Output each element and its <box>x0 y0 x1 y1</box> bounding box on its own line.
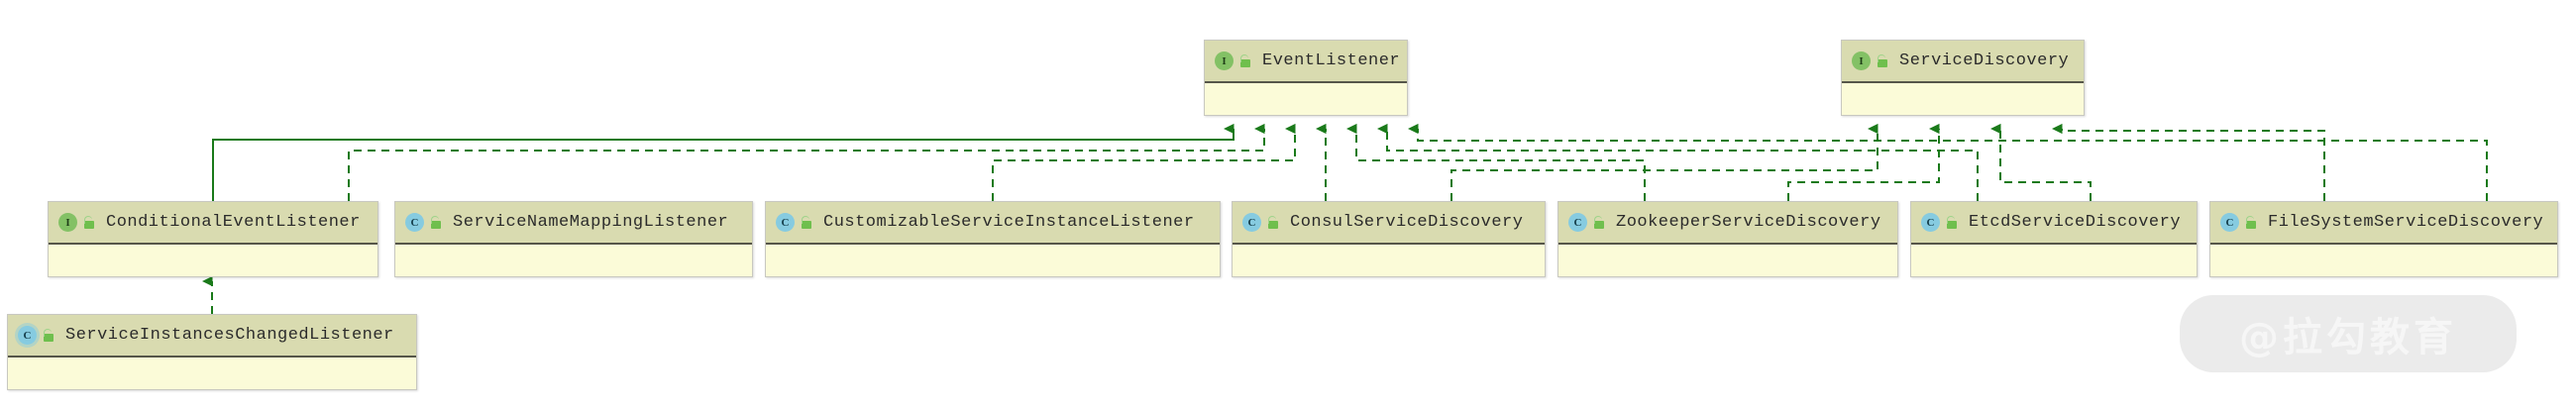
uml-node-members-conditional-event-listener <box>49 245 377 276</box>
uml-node-members-zookeeper-service-discovery <box>1558 245 1897 276</box>
class-badge-icon: C <box>2220 213 2239 232</box>
uml-node-title: EtcdServiceDiscovery <box>1969 213 2182 232</box>
uml-node-header-service-discovery[interactable]: I ServiceDiscovery <box>1842 41 2084 83</box>
uml-node-members-service-name-mapping-listener <box>395 245 752 276</box>
uml-node-service-discovery[interactable]: I ServiceDiscovery <box>1841 40 2085 116</box>
class-badge-icon: C <box>405 213 424 232</box>
unlocked-icon <box>1592 216 1605 229</box>
uml-node-members-consul-service-discovery <box>1233 245 1545 276</box>
uml-node-header-event-listener[interactable]: I EventListener <box>1205 41 1407 83</box>
unlocked-icon <box>42 329 54 342</box>
uml-node-title: ConsulServiceDiscovery <box>1290 213 1524 232</box>
edge-service-name-mapping-listener-to-event-listener <box>348 123 1265 201</box>
uml-node-header-file-system-service-discovery[interactable]: C FileSystemServiceDiscovery <box>2210 202 2557 245</box>
uml-node-title: EventListener <box>1262 51 1401 70</box>
uml-node-header-etcd-service-discovery[interactable]: C EtcdServiceDiscovery <box>1911 202 2197 245</box>
edge-customizable-service-instance-listener-to-event-listener <box>992 123 1296 201</box>
edge-zookeeper-service-discovery-to-event-listener <box>1346 123 1646 201</box>
uml-node-conditional-event-listener[interactable]: I ConditionalEventListener <box>48 201 378 277</box>
edge-file-system-service-discovery-to-service-discovery <box>2052 123 2325 201</box>
watermark-text: @拉勾教育 <box>2239 315 2457 360</box>
uml-node-header-service-instances-changed-listener[interactable]: C ServiceInstancesChangedListener <box>8 315 416 358</box>
watermark: @拉勾教育 <box>2180 295 2517 372</box>
interface-badge-icon: I <box>1852 51 1871 70</box>
uml-node-title: ZookeeperServiceDiscovery <box>1616 213 1881 232</box>
uml-node-title: FileSystemServiceDiscovery <box>2268 213 2544 232</box>
edge-file-system-service-discovery-to-event-listener <box>1408 123 2488 201</box>
interface-badge-icon: I <box>58 213 77 232</box>
edge-consul-service-discovery-to-service-discovery <box>1450 123 1878 201</box>
edge-conditional-event-listener-to-event-listener <box>212 123 1234 201</box>
class-badge-icon: C <box>1568 213 1587 232</box>
class-badge-icon: C <box>776 213 795 232</box>
uml-node-members-event-listener <box>1205 83 1407 115</box>
edge-etcd-service-discovery-to-event-listener <box>1377 123 1979 201</box>
uml-node-members-service-instances-changed-listener <box>8 358 416 389</box>
edge-zookeeper-service-discovery-to-service-discovery <box>1787 123 1940 201</box>
unlocked-icon <box>800 216 812 229</box>
interface-badge-icon: I <box>1215 51 1234 70</box>
uml-node-title: ServiceNameMappingListener <box>453 213 729 232</box>
uml-node-header-service-name-mapping-listener[interactable]: C ServiceNameMappingListener <box>395 202 752 245</box>
uml-node-members-service-discovery <box>1842 83 2084 115</box>
unlocked-icon <box>429 216 442 229</box>
class-badge-icon: C <box>18 326 37 345</box>
uml-node-event-listener[interactable]: I EventListener <box>1204 40 1408 116</box>
uml-node-service-name-mapping-listener[interactable]: C ServiceNameMappingListener <box>394 201 753 277</box>
unlocked-icon <box>1266 216 1279 229</box>
uml-node-header-zookeeper-service-discovery[interactable]: C ZookeeperServiceDiscovery <box>1558 202 1897 245</box>
unlocked-icon <box>2244 216 2257 229</box>
uml-node-members-customizable-service-instance-listener <box>766 245 1220 276</box>
uml-node-title: ServiceDiscovery <box>1899 51 2070 70</box>
class-badge-icon: C <box>1921 213 1940 232</box>
uml-node-etcd-service-discovery[interactable]: C EtcdServiceDiscovery <box>1910 201 2198 277</box>
class-badge-icon: C <box>1242 213 1261 232</box>
uml-node-file-system-service-discovery[interactable]: C FileSystemServiceDiscovery <box>2209 201 2558 277</box>
uml-node-header-customizable-service-instance-listener[interactable]: C CustomizableServiceInstanceListener <box>766 202 1220 245</box>
uml-node-title: CustomizableServiceInstanceListener <box>823 213 1195 232</box>
edge-etcd-service-discovery-to-service-discovery <box>1990 123 2092 201</box>
unlocked-icon <box>1238 54 1251 67</box>
unlocked-icon <box>82 216 95 229</box>
uml-node-title: ConditionalEventListener <box>106 213 361 232</box>
uml-node-customizable-service-instance-listener[interactable]: C CustomizableServiceInstanceListener <box>765 201 1221 277</box>
uml-node-members-file-system-service-discovery <box>2210 245 2557 276</box>
unlocked-icon <box>1945 216 1958 229</box>
uml-node-header-consul-service-discovery[interactable]: C ConsulServiceDiscovery <box>1233 202 1545 245</box>
uml-node-members-etcd-service-discovery <box>1911 245 2197 276</box>
uml-node-title: ServiceInstancesChangedListener <box>65 326 394 345</box>
uml-node-consul-service-discovery[interactable]: C ConsulServiceDiscovery <box>1232 201 1546 277</box>
uml-node-zookeeper-service-discovery[interactable]: C ZookeeperServiceDiscovery <box>1557 201 1898 277</box>
uml-node-header-conditional-event-listener[interactable]: I ConditionalEventListener <box>49 202 377 245</box>
uml-node-service-instances-changed-listener[interactable]: C ServiceInstancesChangedListener <box>7 314 417 390</box>
unlocked-icon <box>1876 54 1888 67</box>
